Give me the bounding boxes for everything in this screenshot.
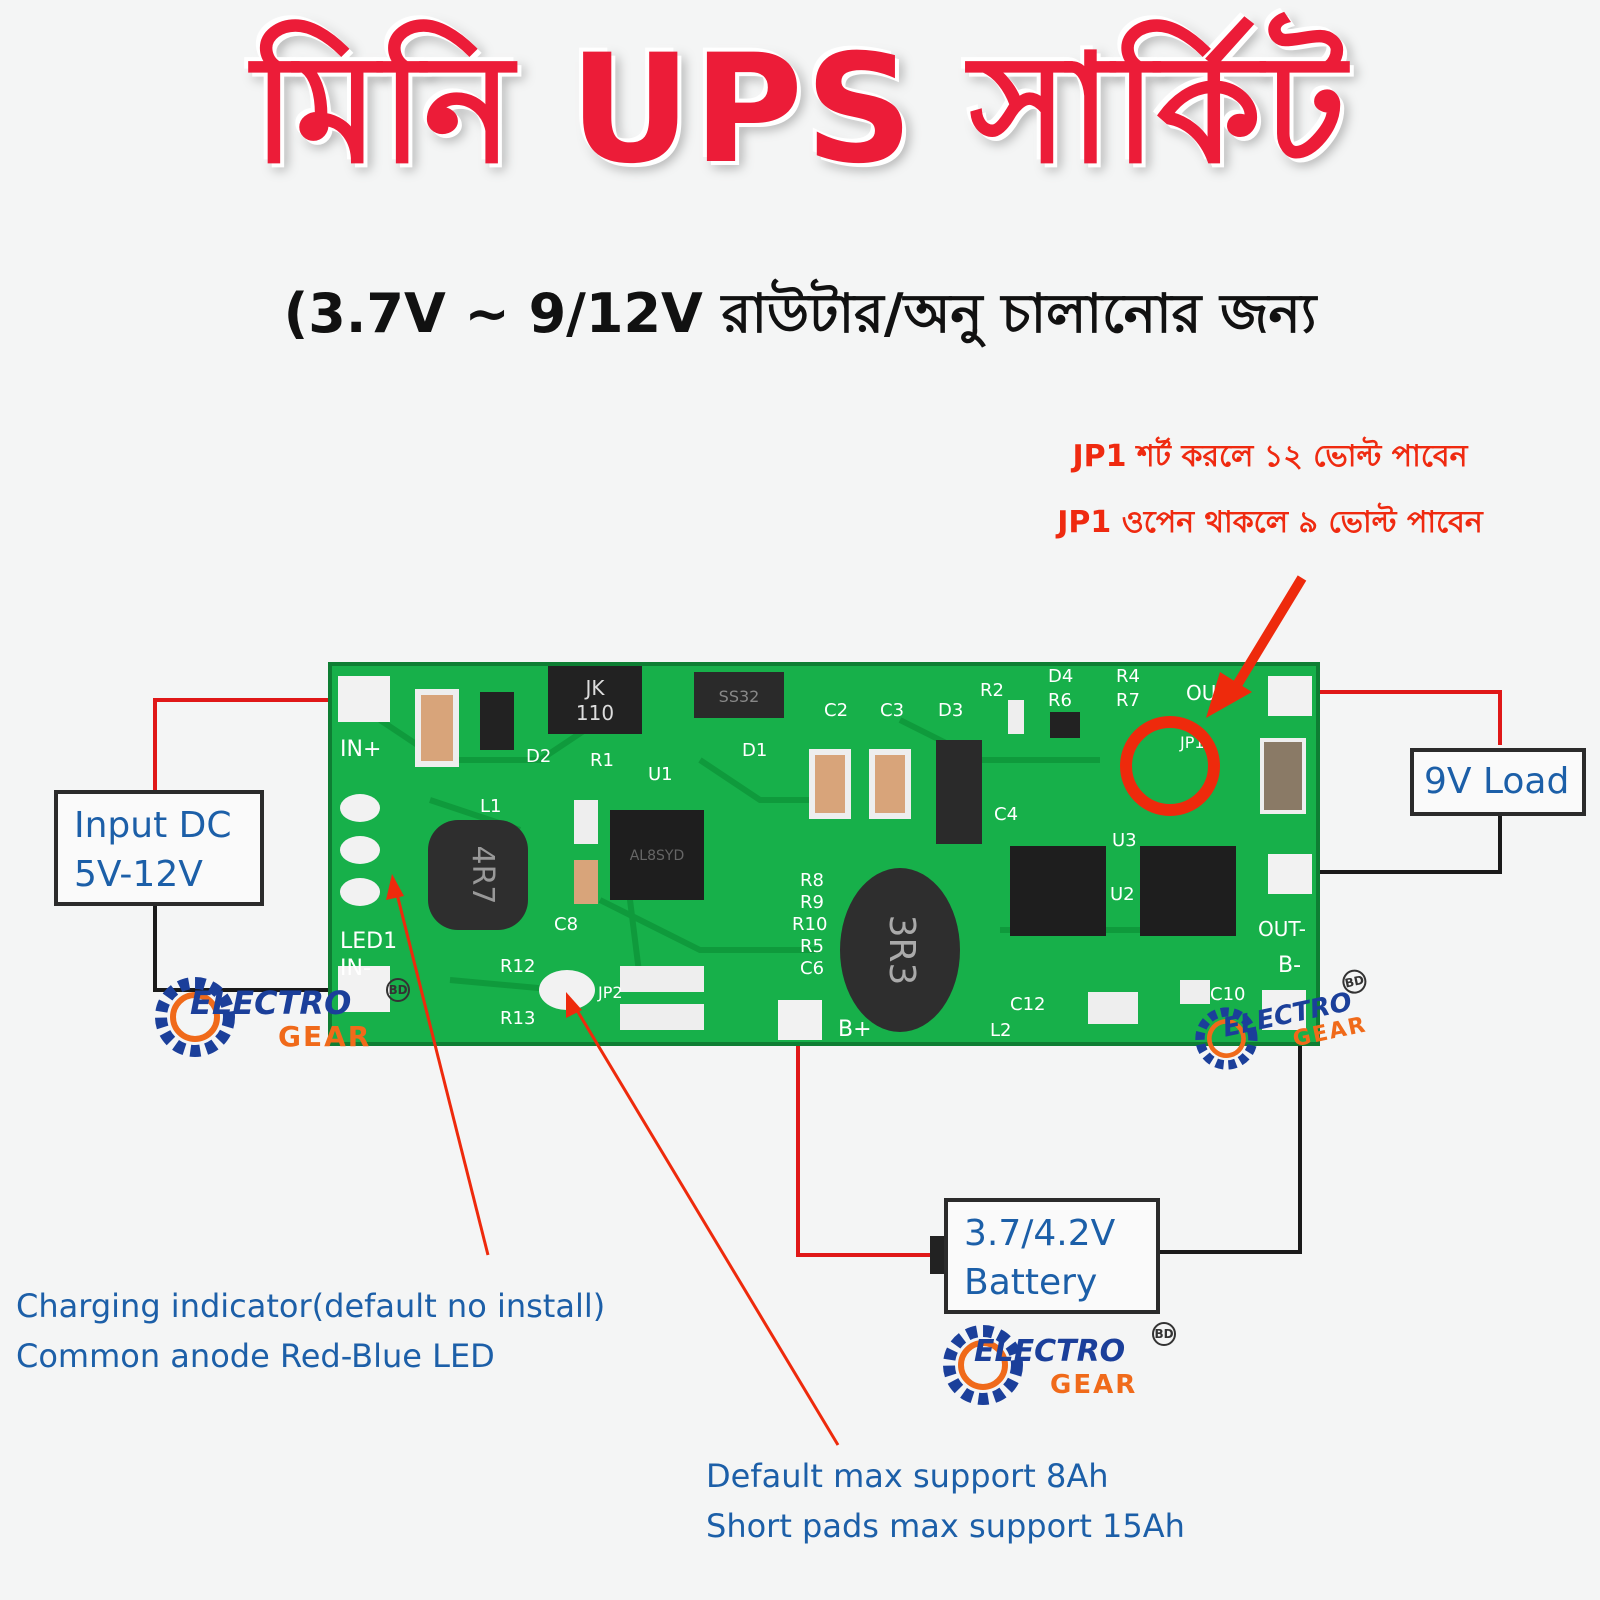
- watermark-badge: BD: [1152, 1322, 1176, 1346]
- jp1-short-note: JP1 শর্ট করলে ১২ ভোল্ট পাবেন: [1072, 439, 1468, 474]
- silk-u2: U2: [1110, 884, 1135, 905]
- output-positive-wire: [1280, 690, 1502, 745]
- inductor-3r3-label: 3R3: [881, 915, 922, 986]
- input-positive-wire: [153, 698, 350, 790]
- pads-caption-line2: Short pads max support 15Ah: [706, 1506, 1185, 1545]
- jp1-arrow: [1223, 575, 1307, 703]
- watermark-badge: BD: [386, 978, 410, 1002]
- silk-c10: C10: [1210, 984, 1245, 1005]
- gear-icon: [1195, 1007, 1258, 1070]
- led-caption-line2: Common anode Red-Blue LED: [16, 1336, 495, 1375]
- silk-r13: R13: [500, 1008, 535, 1029]
- silk-b-minus: B-: [1278, 953, 1301, 978]
- input-dc-box: Input DC 5V-12V: [54, 790, 264, 906]
- watermark-brand: ELECTRO: [974, 1334, 1126, 1369]
- pads-caption: Default max support 8Ah Short pads max s…: [706, 1452, 1185, 1551]
- silk-l1: L1: [480, 796, 501, 817]
- silk-r1: R1: [590, 750, 614, 771]
- battery-positive-wire: [796, 1020, 940, 1257]
- input-dc-line2: 5V-12V: [74, 853, 203, 895]
- silk-r8: R8: [800, 870, 824, 891]
- silk-c8: C8: [554, 914, 578, 935]
- ic-u1-label: AL8SYD: [630, 848, 685, 864]
- silk-r4: R4: [1116, 666, 1140, 687]
- gear-icon: [155, 977, 235, 1057]
- pads-caption-line1: Default max support 8Ah: [706, 1457, 1109, 1495]
- silk-led1: LED1: [340, 929, 397, 954]
- silk-in-plus: IN+: [340, 737, 381, 762]
- silk-b-plus: B+: [838, 1017, 872, 1042]
- battery-box: 3.7/4.2V Battery: [944, 1198, 1160, 1314]
- input-dc-line1: Input DC: [74, 805, 232, 846]
- silk-jp2: JP2: [597, 983, 623, 1002]
- silk-r10: R10: [792, 914, 827, 935]
- watermark-brand: ELECTRO: [190, 984, 352, 1022]
- watermark-logo-right: ELECTRO GEAR BD: [1183, 960, 1397, 1090]
- led-caption: Charging indicator(default no install) C…: [16, 1282, 605, 1381]
- pads-caption-arrow: [570, 1001, 840, 1446]
- silk-in-minus: IN-: [340, 956, 371, 981]
- page-title: মিনি UPS সার্কিট: [252, 23, 1348, 197]
- jp1-highlight-circle: [1120, 716, 1220, 816]
- diode-ss-label: SS32: [719, 687, 760, 706]
- silk-c12: C12: [1010, 994, 1045, 1015]
- silk-c6: C6: [800, 958, 824, 979]
- silk-r2: R2: [980, 680, 1004, 701]
- inductor-4r7-label: 4R7: [465, 845, 500, 904]
- silk-r12: R12: [500, 956, 535, 977]
- silk-c2: C2: [824, 700, 848, 721]
- silk-r6: R6: [1048, 690, 1072, 711]
- led-caption-line1: Charging indicator(default no install): [16, 1287, 606, 1325]
- output-negative-wire: [1280, 815, 1502, 874]
- silk-d2: D2: [526, 746, 551, 767]
- battery-line1: 3.7/4.2V: [964, 1213, 1116, 1254]
- page-subtitle: (3.7V ~ 9/12V রাউটার/অনু চালানোর জন্য: [283, 282, 1317, 345]
- gear-icon: [943, 1325, 1023, 1405]
- watermark-sub: GEAR: [1050, 1370, 1138, 1400]
- silk-r7: R7: [1116, 690, 1140, 711]
- silk-r5: R5: [800, 936, 824, 957]
- silk-d1: D1: [742, 740, 767, 761]
- silk-r9: R9: [800, 892, 824, 913]
- watermark-logo-left: ELECTRO GEAR BD: [150, 972, 420, 1062]
- silk-out-minus: OUT-: [1258, 917, 1306, 941]
- led-caption-arrow: [394, 889, 490, 1256]
- silk-c4: C4: [994, 804, 1018, 825]
- watermark-logo-bottom: ELECTRO GEAR BD: [938, 1320, 1188, 1410]
- load-box: 9V Load: [1410, 748, 1586, 816]
- watermark-sub: GEAR: [278, 1020, 372, 1053]
- load-label: 9V Load: [1424, 761, 1570, 802]
- silk-u1: U1: [648, 764, 673, 785]
- silk-u3: U3: [1112, 830, 1137, 851]
- silk-l2: L2: [990, 1020, 1011, 1041]
- diode-110-label: 110: [576, 701, 614, 725]
- input-negative-wire: [153, 890, 350, 992]
- silk-c3: C3: [880, 700, 904, 721]
- diode-jk-label: JK: [583, 676, 605, 700]
- silk-d4: D4: [1048, 666, 1073, 687]
- battery-line2: Battery: [964, 1261, 1098, 1303]
- silk-d3: D3: [938, 700, 963, 721]
- jp1-open-note: JP1 ওপেন থাকলে ৯ ভোল্ট পাবেন: [1057, 505, 1483, 540]
